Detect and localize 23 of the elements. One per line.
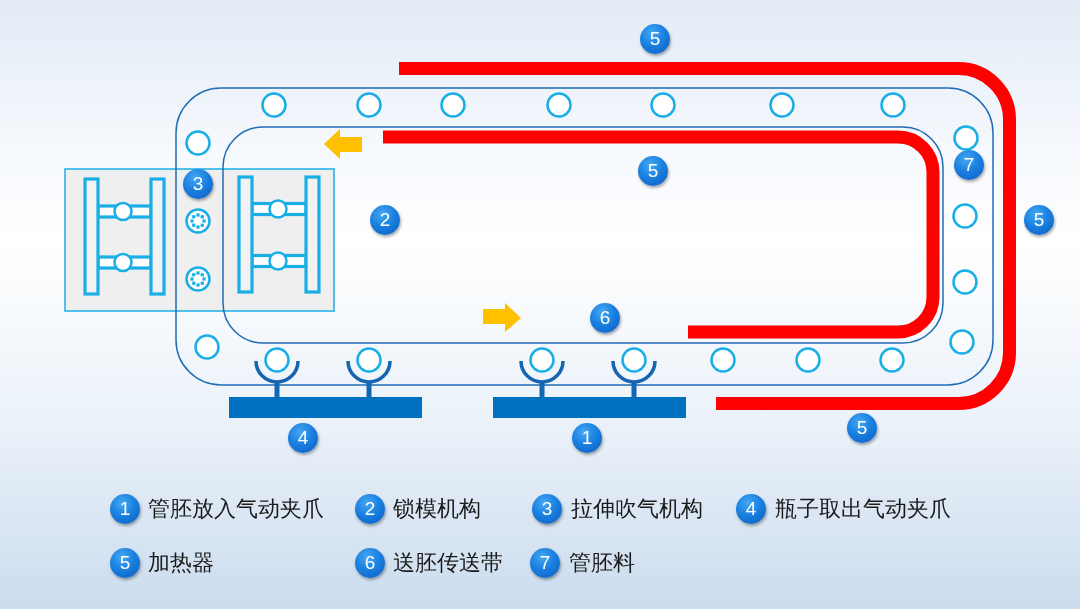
legend-text: 瓶子取出气动夹爪 — [775, 496, 951, 522]
callout-number: 6 — [590, 303, 620, 333]
callout-number: 5 — [638, 156, 668, 186]
legend-text: 加热器 — [148, 550, 214, 576]
legend-text: 锁模机构 — [393, 496, 481, 522]
legend-text: 送胚传送带 — [393, 550, 503, 576]
callout-number: 5 — [640, 24, 670, 54]
legend-number: 6 — [355, 548, 385, 578]
callout-number: 1 — [572, 423, 602, 453]
legend-text: 拉伸吹气机构 — [571, 496, 703, 522]
legend-text: 管胚料 — [569, 550, 635, 576]
callout-number: 5 — [1024, 205, 1054, 235]
callout-number: 5 — [847, 413, 877, 443]
callout-number: 4 — [288, 423, 318, 453]
legend-number: 1 — [110, 494, 140, 524]
legend-number: 5 — [110, 548, 140, 578]
callout-number: 7 — [954, 150, 984, 180]
legend-number: 2 — [355, 494, 385, 524]
legend-number: 3 — [532, 494, 562, 524]
legend-number: 4 — [736, 494, 766, 524]
legend-number: 7 — [530, 548, 560, 578]
callout-number: 2 — [370, 205, 400, 235]
legend-text: 管胚放入气动夹爪 — [148, 496, 324, 522]
